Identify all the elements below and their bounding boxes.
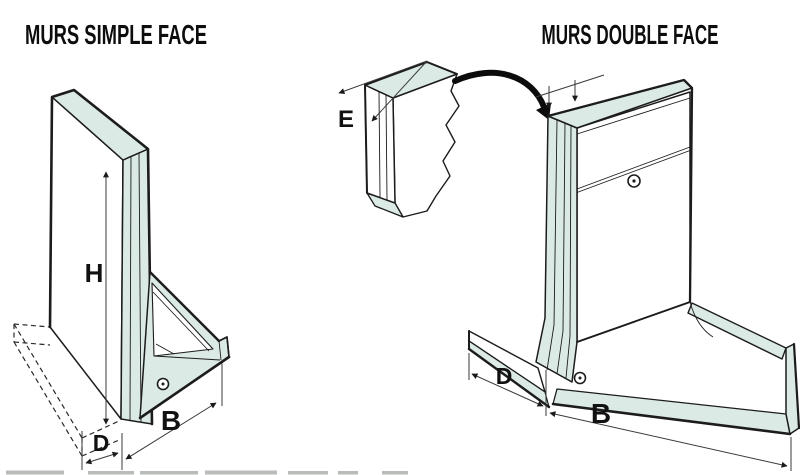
- dim-label-b: B: [161, 405, 181, 436]
- dimension-d-right: D: [468, 353, 547, 416]
- lifting-anchor-icon: [627, 174, 641, 188]
- dim-label-d: D: [496, 363, 513, 389]
- lifting-anchor-icon: [156, 377, 170, 391]
- lifting-anchor-icon: [573, 371, 587, 385]
- dimension-d-left: D: [81, 430, 123, 470]
- dim-label-b: B: [591, 398, 611, 429]
- base-end-cap: [785, 343, 800, 435]
- wall-section-inset: E: [338, 60, 551, 218]
- dimension-e: E: [338, 60, 428, 133]
- inset-torn-face: [392, 73, 460, 218]
- dimension-b-right: B: [549, 398, 792, 471]
- base-back-bevel: [687, 302, 787, 360]
- cropped-artifact-strip: [6, 470, 408, 475]
- dim-label-d: D: [93, 430, 110, 456]
- wall-base: [138, 270, 231, 420]
- dimension-h: H: [85, 171, 109, 425]
- simple-face-wall-drawing: H D B: [13, 88, 231, 470]
- dim-label-h: H: [85, 258, 104, 288]
- dimension-b-left: B: [125, 363, 223, 460]
- left-title: MURS SIMPLE FACE: [25, 19, 207, 50]
- base-front-band: [552, 388, 791, 435]
- right-title: MURS DOUBLE FACE: [542, 19, 719, 50]
- buried-footing-dashed: [13, 323, 120, 457]
- haunch: [151, 282, 214, 357]
- dim-label-e: E: [338, 106, 354, 133]
- wall-front-face-right: [576, 91, 691, 343]
- double-face-wall-drawing: D B: [467, 74, 800, 471]
- top-thickness-marks: [535, 74, 605, 109]
